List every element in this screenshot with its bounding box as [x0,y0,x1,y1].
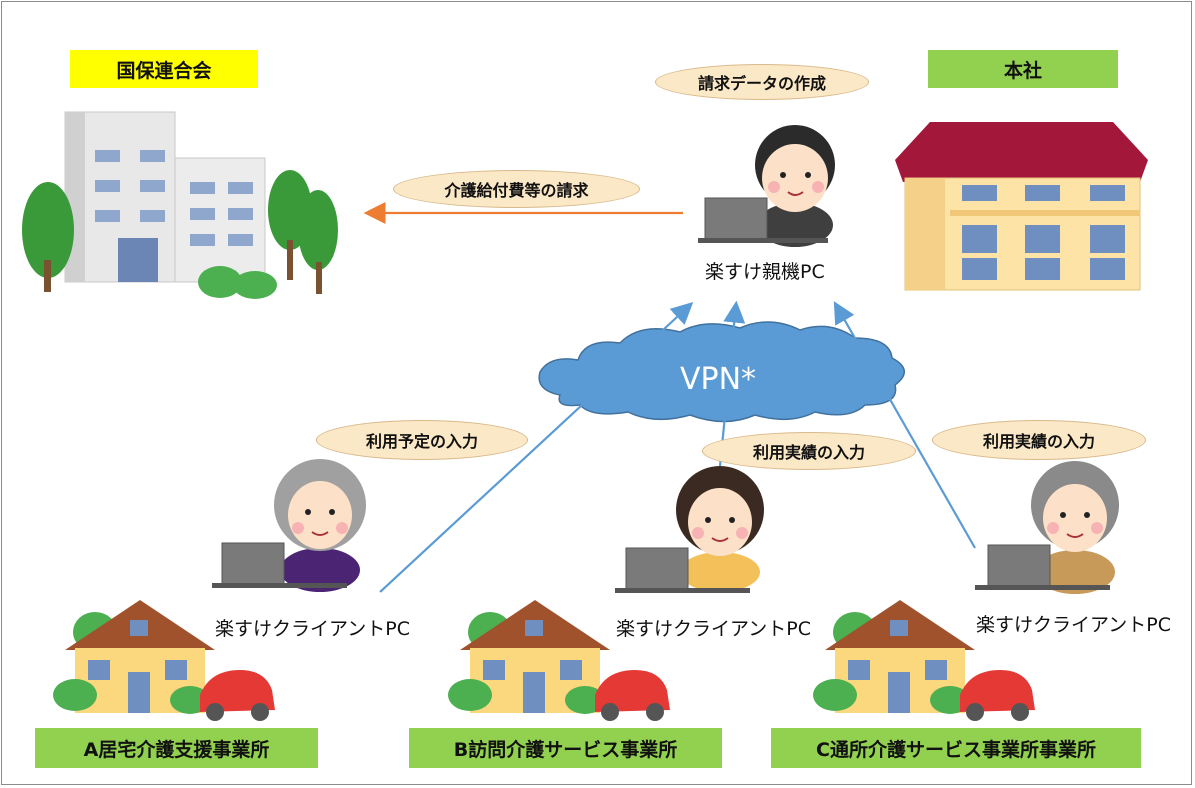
kokuho-label: 国保連合会 [70,50,258,88]
oval-claim: 介護給付費等の請求 [393,170,640,208]
house-b-illustration [448,600,670,721]
office-b-label: B訪問介護サービス事業所 [409,728,722,768]
honsha-label: 本社 [928,50,1118,88]
vpn-cloud [538,321,905,423]
client-b-pc-label: 楽すけクライアントPC [616,618,811,640]
vpn-arrow-from-a [379,302,694,593]
client-c-person [975,461,1119,594]
house-c-illustration [813,600,1035,721]
vpn-label: VPN* [680,362,757,397]
vpn-arrow-from-c [833,301,976,549]
honsha-building-illustration [895,122,1148,291]
kokuho-building-illustration [22,111,338,299]
house-a-illustration [53,600,275,721]
office-a-label: A居宅介護支援事業所 [35,728,318,768]
client-a-person [212,459,366,592]
client-a-pc-label: 楽すけクライアントPC [215,618,410,640]
parent-pc-person [698,125,835,247]
oval-create-data: 請求データの作成 [655,64,869,100]
client-c-pc-label: 楽すけクライアントPC [976,614,1171,636]
client-b-person [615,466,764,593]
oval-input-actual-b: 利用実績の入力 [702,432,916,470]
oval-input-actual-c: 利用実績の入力 [932,420,1146,460]
office-c-label: C通所介護サービス事業所事業所 [771,728,1141,768]
oval-input-plan: 利用予定の入力 [316,420,528,460]
parent-pc-label: 楽すけ親機PC [705,261,825,283]
